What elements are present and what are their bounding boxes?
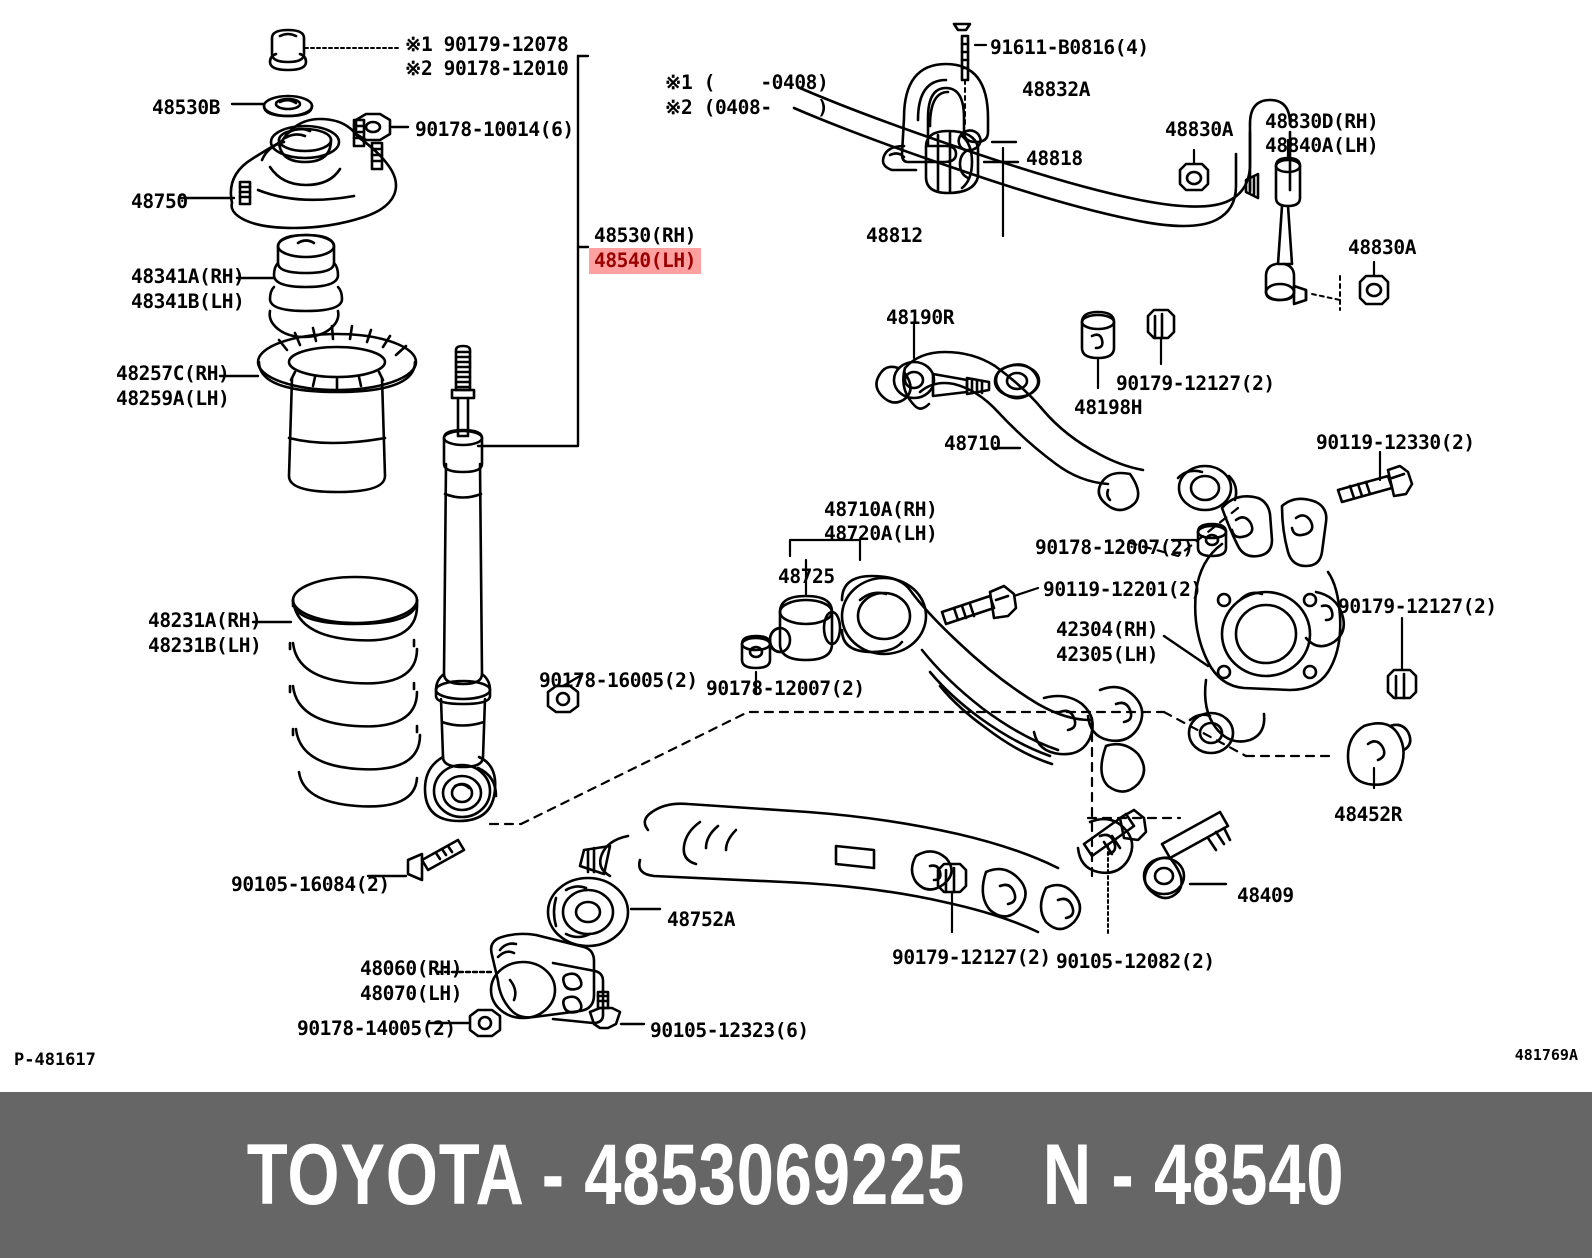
part-48830A-right-art <box>1358 260 1390 306</box>
label-48452R: 48452R <box>1334 803 1403 826</box>
diagram-code-right: 481769A <box>1514 1046 1578 1064</box>
part-90178-14005-art <box>426 1008 502 1038</box>
label-48341B-LH: 48341B(LH) <box>131 290 245 313</box>
label-90179-12127-b: 90179-12127(2) <box>1338 595 1497 618</box>
part-90179-12127-upper-art <box>1146 308 1176 366</box>
label-90178-14005: 90178-14005(2) <box>297 1017 456 1040</box>
part-48452R-art <box>1346 722 1412 790</box>
label-note-90179-12078: ※1 90179-12078 <box>405 33 569 56</box>
label-90178-16005: 90178-16005(2) <box>539 669 698 692</box>
label-48060-RH: 48060(RH) <box>360 957 463 980</box>
label-48840A-LH: 48840A(LH) <box>1265 134 1379 157</box>
label-48830A-right: 48830A <box>1348 236 1417 259</box>
label-48341A-RH: 48341A(RH) <box>131 265 245 288</box>
leader-bracket-48710A <box>788 538 862 562</box>
label-note-date-2: ※2 (0408- ) <box>665 96 829 119</box>
part-48832A-art <box>881 62 1018 172</box>
label-48832A: 48832A <box>1022 78 1091 101</box>
part-90178-10014-art <box>354 112 410 142</box>
part-48409-art <box>1142 810 1232 900</box>
part-48530-shock-art <box>423 344 498 823</box>
strut-nut-art <box>268 28 401 72</box>
label-90105-12082: 90105-12082(2) <box>1056 950 1215 973</box>
part-42304-art <box>1162 495 1346 755</box>
diagram-code-left: P-481617 <box>14 1050 96 1070</box>
label-90178-12007-b: 90178-12007(2) <box>706 677 865 700</box>
label-48750: 48750 <box>131 190 188 213</box>
label-48710A-RH: 48710A(RH) <box>824 498 938 521</box>
part-48752A-art <box>546 876 662 948</box>
label-48530-RH: 48530(RH) <box>594 224 697 247</box>
part-90105-12082-art <box>1082 808 1148 937</box>
part-48812-art <box>792 86 1292 238</box>
label-48752A: 48752A <box>667 908 736 931</box>
label-90119-12201: 90119-12201(2) <box>1043 578 1202 601</box>
label-90178-10014: 90178-10014(6) <box>415 118 574 141</box>
part-90105-16084-art <box>366 838 466 882</box>
label-90105-12323: 90105-12323(6) <box>650 1019 809 1042</box>
label-48530B: 48530B <box>152 96 221 119</box>
part-90178-12007-left-art <box>740 634 772 696</box>
label-note-90178-12010: ※2 90178-12010 <box>405 57 569 80</box>
diagram-canvas: ※1 90179-12078 ※2 90178-12010 ※1 ( -0408… <box>14 22 1578 1070</box>
part-90119-12330-art <box>1336 450 1414 504</box>
label-48818: 48818 <box>1026 147 1083 170</box>
part-48530B-art <box>230 94 314 118</box>
part-number-banner: TOYOTA - 4853069225 N - 48540 <box>0 1092 1592 1258</box>
part-number-banner-text: TOYOTA - 4853069225 N - 48540 <box>247 1126 1345 1223</box>
part-90105-12323-art <box>588 990 646 1030</box>
part-48725-art <box>768 558 842 662</box>
label-90105-16084: 90105-16084(2) <box>231 873 390 896</box>
construction-lines <box>488 506 1332 882</box>
lower-arm-art <box>578 802 1134 934</box>
label-48830A-top: 48830A <box>1165 118 1234 141</box>
label-48830D-RH: 48830D(RH) <box>1265 110 1379 133</box>
part-48198H-art <box>1080 310 1116 390</box>
label-48710: 48710 <box>944 432 1001 455</box>
label-48198H: 48198H <box>1074 396 1143 419</box>
part-48830D-art <box>1244 138 1341 311</box>
label-48190R: 48190R <box>886 306 955 329</box>
label-48231A-RH: 48231A(RH) <box>148 609 262 632</box>
part-48341-art <box>235 233 344 339</box>
label-48409: 48409 <box>1237 884 1294 907</box>
part-90179-12127-lower-art <box>936 862 968 934</box>
part-48710A-art <box>840 574 1146 793</box>
label-48812: 48812 <box>866 224 923 247</box>
part-48257C-art <box>218 324 418 494</box>
part-90179-12127-right-art <box>1386 616 1418 700</box>
label-91611-B0816: 91611-B0816(4) <box>990 36 1149 59</box>
label-90179-12127-c: 90179-12127(2) <box>892 946 1051 969</box>
part-48060-art <box>436 932 605 1025</box>
label-48231B-LH: 48231B(LH) <box>148 634 262 657</box>
leader-bracket-48530 <box>476 54 590 448</box>
label-42304-RH: 42304(RH) <box>1056 618 1159 641</box>
label-48540-LH-highlighted: 48540(LH) <box>589 248 702 274</box>
part-48710-art <box>902 350 1238 512</box>
part-90119-12201-art <box>940 584 1040 626</box>
label-90179-12127-a: 90179-12127(2) <box>1116 372 1275 395</box>
part-48231-art <box>251 575 422 808</box>
diagram-artwork <box>179 22 1418 1038</box>
label-42305-LH: 42305(LH) <box>1056 643 1159 666</box>
label-48070-LH: 48070(LH) <box>360 982 463 1005</box>
label-48259A-LH: 48259A(LH) <box>116 387 230 410</box>
part-90178-12007-right-art <box>1170 522 1228 558</box>
part-48830A-top-art <box>1178 148 1210 192</box>
label-90178-12007-a: 90178-12007(2) <box>1035 536 1194 559</box>
part-48750-art <box>179 117 398 230</box>
part-91611-B0816-art <box>952 22 988 127</box>
label-48257C-RH: 48257C(RH) <box>116 362 230 385</box>
label-90119-12330: 90119-12330(2) <box>1316 431 1475 454</box>
label-48725: 48725 <box>778 565 835 588</box>
part-48190R-art <box>875 320 991 404</box>
label-48720A-LH: 48720A(LH) <box>824 522 938 545</box>
label-note-date-1: ※1 ( -0408) <box>665 71 829 94</box>
part-90178-16005-art <box>546 674 582 714</box>
